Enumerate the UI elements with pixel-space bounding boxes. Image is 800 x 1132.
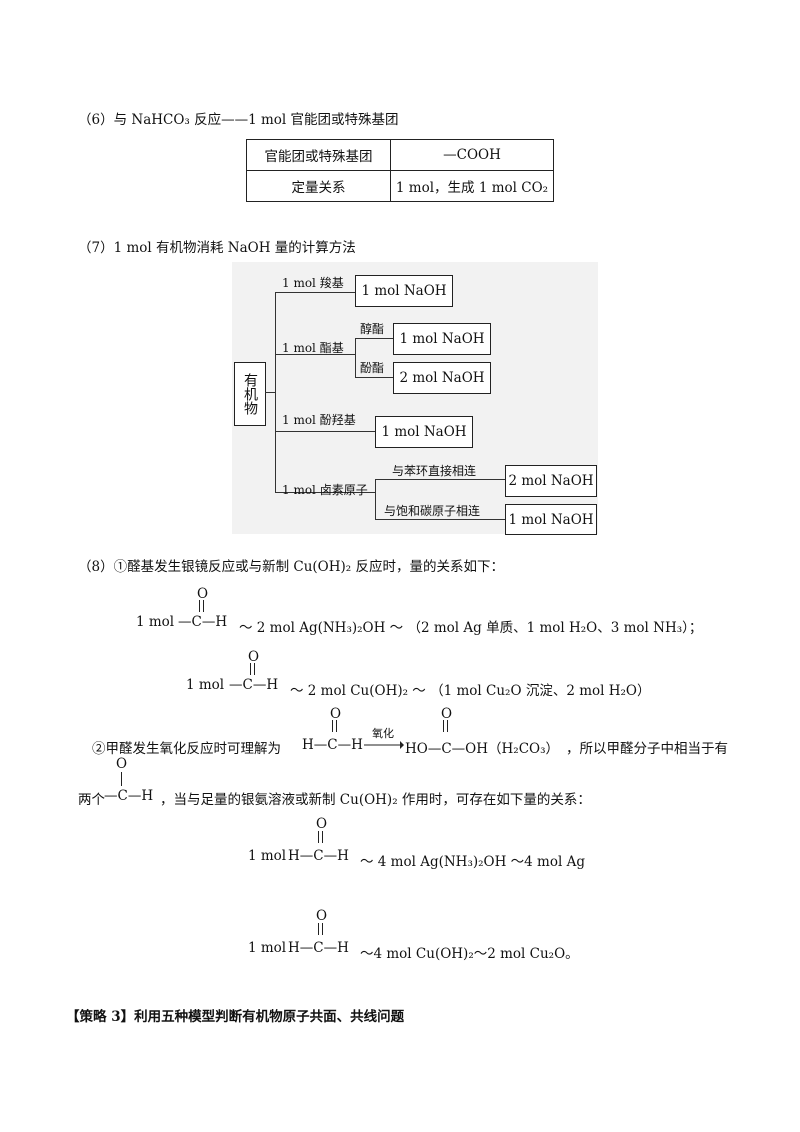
oxygen-atom: O <box>441 706 453 722</box>
eq2-prefix: 1 mol <box>186 677 225 693</box>
oxygen-atom: O <box>330 706 342 722</box>
eq3-relation: ～ 4 mol Ag(NH₃)₂OH ～4 mol Ag <box>360 854 585 870</box>
formaldehyde-left: H—C—H <box>302 737 363 753</box>
eq3-prefix: 1 mol <box>248 848 287 864</box>
organic-root-box: 有机物 <box>234 362 266 426</box>
double-bond <box>443 720 448 732</box>
nahco3-table: 官能团或特殊基团 —COOH 定量关系 1 mol，生成 1 mol CO₂ <box>246 139 554 202</box>
phenol-ester-label: 酚酯 <box>360 361 385 375</box>
eq1-prefix: 1 mol <box>136 614 175 630</box>
result-box: 1 mol NaOH <box>355 275 453 307</box>
oxygen-atom: O <box>116 756 128 772</box>
table-cell: —COOH <box>390 139 554 171</box>
reaction-arrow-icon <box>364 741 404 749</box>
line2-tail: ，当与足量的银氨溶液或新制 Cu(OH)₂ 作用时，可存在如下量的关系： <box>160 792 591 808</box>
table-cell: 官能团或特殊基团 <box>246 139 391 171</box>
aldehyde-group: —C—H <box>178 614 228 630</box>
eq4-relation: ～4 mol Cu(OH)₂～2 mol Cu₂O。 <box>360 946 579 962</box>
alcohol-ester-label: 醇酯 <box>360 322 385 336</box>
table-cell: 1 mol，生成 1 mol CO₂ <box>390 170 554 202</box>
result-box: 2 mol NaOH <box>393 362 491 394</box>
oxygen-atom: O <box>248 649 260 665</box>
double-bond <box>318 923 323 935</box>
eq1-relation: ～ 2 mol Ag(NH₃)₂OH ～ （2 mol Ag 单质、1 mol … <box>239 620 703 636</box>
double-bond <box>199 600 204 612</box>
double-bond <box>318 831 323 843</box>
oxygen-atom: O <box>197 586 209 602</box>
table-row: 定量关系 1 mol，生成 1 mol CO₂ <box>246 170 554 202</box>
aromatic-bonded-label: 与苯环直接相连 <box>392 464 477 478</box>
result-box: 2 mol NaOH <box>505 465 597 497</box>
aldehyde-group: —C—H <box>104 788 154 804</box>
single-bond <box>121 772 122 786</box>
oxygen-atom: O <box>316 908 328 924</box>
branch-carboxyl-label: 1 mol 羧基 <box>282 276 344 290</box>
branch-ester-label: 1 mol 酯基 <box>282 341 344 355</box>
double-bond <box>250 663 255 675</box>
section8-intro: （8）①醛基发生银镜反应或与新制 Cu(OH)₂ 反应时，量的关系如下： <box>78 559 504 575</box>
oxygen-atom: O <box>316 816 328 832</box>
result-box: 1 mol NaOH <box>375 416 473 448</box>
result-box: 1 mol NaOH <box>393 323 491 355</box>
formaldehyde-lead: ②甲醛发生氧化反应时可理解为 <box>92 741 281 757</box>
line2-lead: 两个 <box>78 792 105 808</box>
formaldehyde-group: H—C—H <box>288 848 349 864</box>
aldehyde-group: —C—H <box>229 677 279 693</box>
formaldehyde-tail: ，所以甲醛分子中相当于有 <box>566 741 728 757</box>
branch-halogen-label: 1 mol 卤素原子 <box>282 483 368 497</box>
arrow-label: 氧化 <box>372 727 394 740</box>
section6-title: （6）与 NaHCO₃ 反应——1 mol 官能团或特殊基团 <box>78 112 399 128</box>
section7-title: （7）1 mol 有机物消耗 NaOH 量的计算方法 <box>78 240 356 256</box>
table-cell: 定量关系 <box>246 170 391 202</box>
formaldehyde-group: H—C—H <box>288 940 349 956</box>
result-box: 1 mol NaOH <box>505 504 597 535</box>
branch-phenolic-hydroxyl-label: 1 mol 酚羟基 <box>282 413 356 427</box>
formaldehyde-right: HO—C—OH（H₂CO₃） <box>405 741 560 757</box>
table-row: 官能团或特殊基团 —COOH <box>246 139 554 171</box>
eq4-prefix: 1 mol <box>248 940 287 956</box>
strategy3-heading: 【策略 3】利用五种模型判断有机物原子共面、共线问题 <box>66 1009 405 1025</box>
naoh-diagram: 有机物 1 mol 羧基 1 mol NaOH 1 mol 酯基 醇酯 酚酯 1… <box>232 262 598 535</box>
double-bond <box>332 720 337 732</box>
eq2-relation: ～ 2 mol Cu(OH)₂ ～ （1 mol Cu₂O 沉淀、2 mol H… <box>290 683 651 699</box>
saturated-carbon-label: 与饱和碳原子相连 <box>384 504 481 518</box>
